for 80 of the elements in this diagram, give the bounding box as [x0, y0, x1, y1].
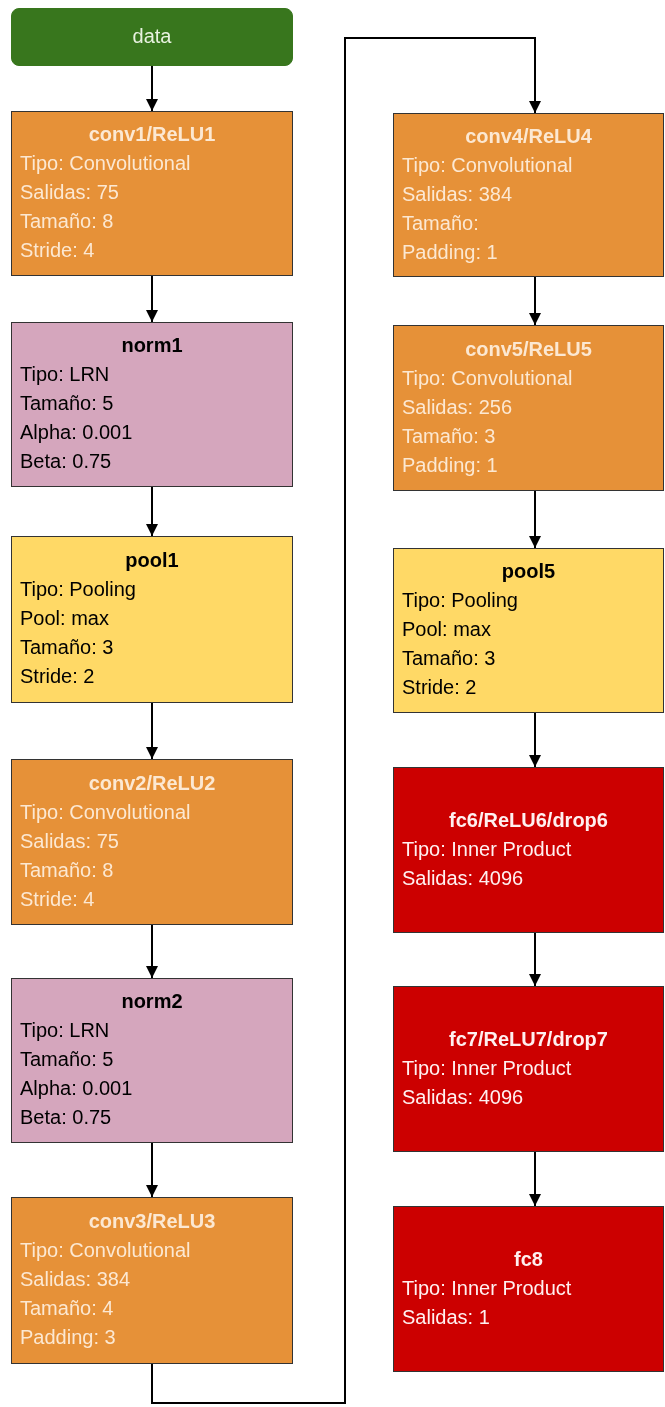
layer-parameter: Stride: 2 [402, 675, 478, 700]
arrow [529, 712, 541, 768]
arrow [146, 702, 158, 760]
arrow [146, 1142, 158, 1198]
layer-name: fc6/ReLU6/drop6 [448, 807, 609, 833]
layer-parameter: Tamaño: 3 [402, 646, 497, 671]
layer-parameter: Tipo: Inner Product [402, 1055, 573, 1081]
layer-parameter: Tipo: Pooling [402, 588, 519, 613]
layer-parameter: Pool: max [402, 617, 492, 642]
layer-box [393, 325, 664, 491]
layer-name: conv1/ReLU1 [87, 122, 217, 147]
layer-parameter: Tipo: Convolutional [20, 151, 192, 176]
layer-name: conv4/ReLU4 [464, 123, 593, 149]
layer-box [11, 1197, 293, 1364]
layer-parameter: Salidas: 75 [20, 828, 120, 854]
arrow [146, 924, 158, 979]
layer-parameter: Tipo: Convolutional [402, 365, 574, 391]
arrow [146, 65, 158, 112]
layer-parameter: Salidas: 384 [402, 181, 514, 207]
layer-box [393, 986, 664, 1152]
layer-parameter: Beta: 0.75 [20, 449, 113, 474]
layer-parameter: Tamaño: 3 [402, 423, 497, 449]
layer-parameter: Tamaño: 5 [20, 391, 115, 416]
layer-box [11, 536, 293, 703]
layer-parameter: Tipo: Convolutional [20, 1238, 192, 1263]
layer-name: norm1 [120, 333, 184, 358]
layer-parameter: Tipo: Inner Product [402, 1275, 573, 1301]
layer-box [11, 759, 293, 925]
layer-parameter: Salidas: 75 [20, 180, 120, 205]
layer-box [11, 322, 293, 487]
layer-name: norm2 [120, 989, 184, 1014]
layer-parameter: Tamaño: 3 [20, 635, 115, 660]
layer-parameter: Alpha: 0.001 [20, 420, 134, 445]
layer-parameter: Tipo: Convolutional [402, 152, 574, 178]
layer-name: fc8 [513, 1246, 544, 1272]
layer-name: conv3/ReLU3 [87, 1209, 217, 1234]
layer-parameter: Salidas: 4096 [402, 865, 525, 891]
layer-parameter: Salidas: 1 [402, 1304, 491, 1330]
layer-name: conv2/ReLU2 [87, 770, 217, 796]
arrow [151, 37, 541, 1404]
layer-parameter: Stride: 4 [20, 886, 96, 912]
layer-parameter: Tamaño: 4 [20, 1296, 115, 1321]
layer-box [11, 978, 293, 1143]
arrow [146, 275, 158, 323]
arrow [529, 490, 541, 549]
layer-parameter: Tamaño: 5 [20, 1047, 115, 1072]
arrow [529, 276, 541, 326]
layer-box [393, 548, 664, 713]
layer-parameter: Tamaño: 8 [20, 857, 115, 883]
layer-parameter: Tipo: Convolutional [20, 799, 192, 825]
arrow [146, 486, 158, 537]
layer-parameter: Tamaño: 8 [20, 209, 115, 234]
layer-parameter: Tipo: Inner Product [402, 836, 573, 862]
layer-box [393, 1206, 664, 1372]
layer-box [393, 767, 664, 933]
layer-name: data [131, 23, 173, 49]
input-box [11, 8, 293, 66]
layer-parameter: Tipo: LRN [20, 362, 111, 387]
layer-parameter: Padding: 1 [402, 239, 499, 265]
arrow [529, 932, 541, 987]
layer-box [393, 113, 664, 277]
layer-parameter: Tipo: Pooling [20, 577, 137, 602]
arrow [529, 1151, 541, 1207]
layer-name: conv5/ReLU5 [464, 336, 593, 362]
layer-parameter: Tamaño: [402, 210, 480, 236]
layer-name: fc7/ReLU7/drop7 [448, 1026, 609, 1052]
layer-parameter: Stride: 4 [20, 238, 96, 263]
layer-parameter: Pool: max [20, 606, 110, 631]
layer-parameter: Salidas: 4096 [402, 1084, 525, 1110]
layer-name: pool1 [124, 548, 180, 573]
layer-parameter: Salidas: 384 [20, 1267, 132, 1292]
layer-name: pool5 [500, 559, 557, 584]
layer-parameter: Padding: 3 [20, 1325, 117, 1350]
layer-parameter: Tipo: LRN [20, 1018, 111, 1043]
layer-box [11, 111, 293, 276]
layer-parameter: Padding: 1 [402, 452, 499, 478]
layer-parameter: Alpha: 0.001 [20, 1076, 134, 1101]
layer-parameter: Stride: 2 [20, 664, 96, 689]
layer-parameter: Salidas: 256 [402, 394, 514, 420]
layer-parameter: Beta: 0.75 [20, 1105, 113, 1130]
